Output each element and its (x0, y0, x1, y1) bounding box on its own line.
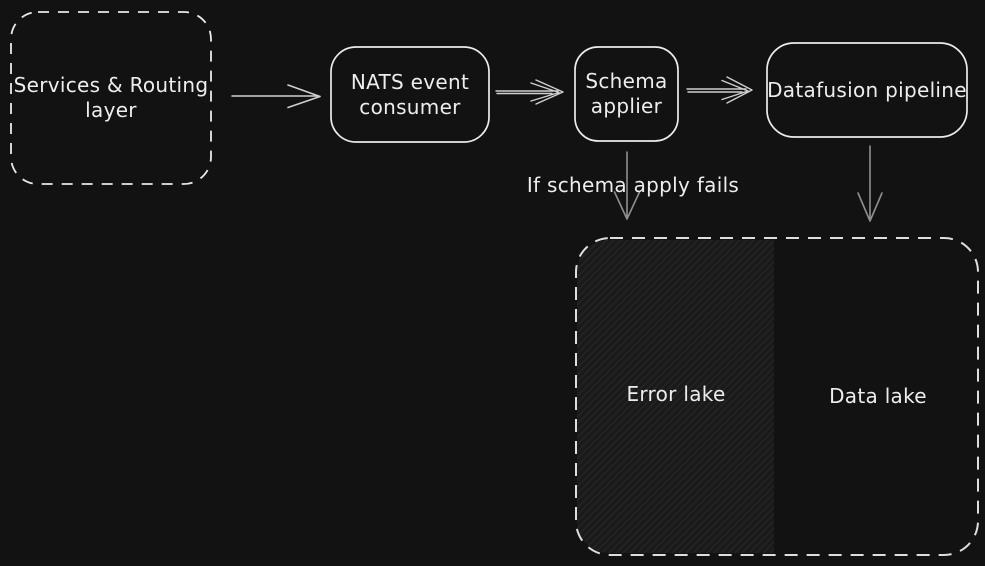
node-services-shape (10, 11, 212, 185)
node-schema-shape (574, 46, 679, 142)
error-lake-region (577, 240, 774, 553)
lake-container-shape (575, 237, 979, 556)
edge-schema-to-datafusion-arrow (686, 76, 753, 104)
node-nats-shape (330, 46, 490, 143)
node-datafusion-shape (766, 42, 968, 138)
edge-datafusion-to-data-lake-arrow (857, 145, 883, 222)
edge-nats-to-schema-arrow (495, 79, 564, 105)
edge-schema-to-error-lake-arrow (613, 151, 641, 220)
edge-services-to-nats-arrow (231, 84, 321, 109)
